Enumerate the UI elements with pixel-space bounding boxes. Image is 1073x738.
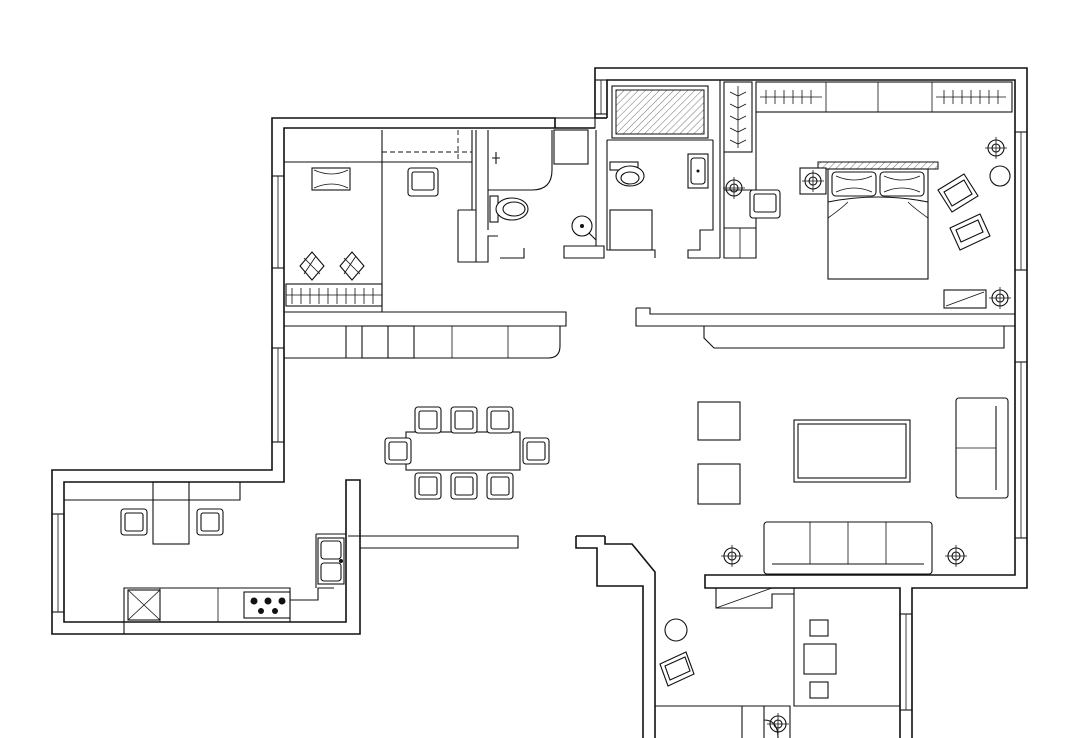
side-table [697, 463, 741, 505]
ceiling-light-icon [722, 176, 746, 200]
faucet-icon [492, 152, 500, 164]
dining-chair-icon [486, 472, 514, 500]
ceiling-light-icon [944, 544, 968, 568]
ceiling-light-icon [766, 712, 790, 736]
coffee-table [793, 419, 911, 483]
pillow-icon [311, 167, 351, 191]
dining-chair-icon [414, 472, 442, 500]
side-table [697, 401, 741, 441]
bar-stool-icon [120, 508, 148, 536]
windows [51, 79, 1028, 711]
dining-chair-icon [486, 406, 514, 434]
fridge-icon [127, 589, 161, 621]
dining-chair-icon [450, 472, 478, 500]
study [659, 618, 837, 736]
living-room [697, 397, 1009, 575]
ceiling-light-icon [988, 286, 1012, 310]
toilet-icon [609, 161, 645, 187]
armchair-icon [937, 173, 979, 213]
gas-stove-icon [243, 591, 291, 619]
kitchen [120, 508, 345, 621]
double-bed-icon [817, 161, 939, 280]
dining-chair-icon [450, 406, 478, 434]
cushion-icon [299, 251, 365, 281]
master-bedroom [722, 81, 1013, 310]
dining-chair-icon [414, 406, 442, 434]
armchair-icon [659, 651, 695, 687]
interior-walls [64, 80, 1015, 738]
shower-drain-icon [571, 215, 597, 241]
dining-table [405, 431, 521, 471]
armchair-icon [407, 167, 439, 197]
sofa-icon [763, 521, 933, 575]
bathroom-2 [609, 85, 709, 251]
dining-area [384, 406, 550, 500]
sink-icon [687, 153, 709, 189]
dining-chair-icon [522, 437, 550, 465]
hanger-rail-icon [285, 283, 383, 307]
armchair-icon [749, 189, 781, 219]
bathtub-icon [611, 85, 709, 139]
dining-chair-icon [384, 437, 412, 465]
ceiling-light-icon [984, 136, 1008, 160]
armchair-icon [949, 213, 991, 251]
sink-icon [317, 537, 345, 585]
hanger-rail-icon [729, 86, 747, 148]
bathroom-1 [489, 152, 597, 241]
toilet-icon [489, 195, 529, 223]
armchair-icon [955, 397, 1009, 499]
ceiling-light-icon [720, 544, 744, 568]
hanger-rail-icon [760, 90, 1006, 104]
bar-stool-icon [196, 508, 224, 536]
bedroom-left [284, 130, 472, 312]
